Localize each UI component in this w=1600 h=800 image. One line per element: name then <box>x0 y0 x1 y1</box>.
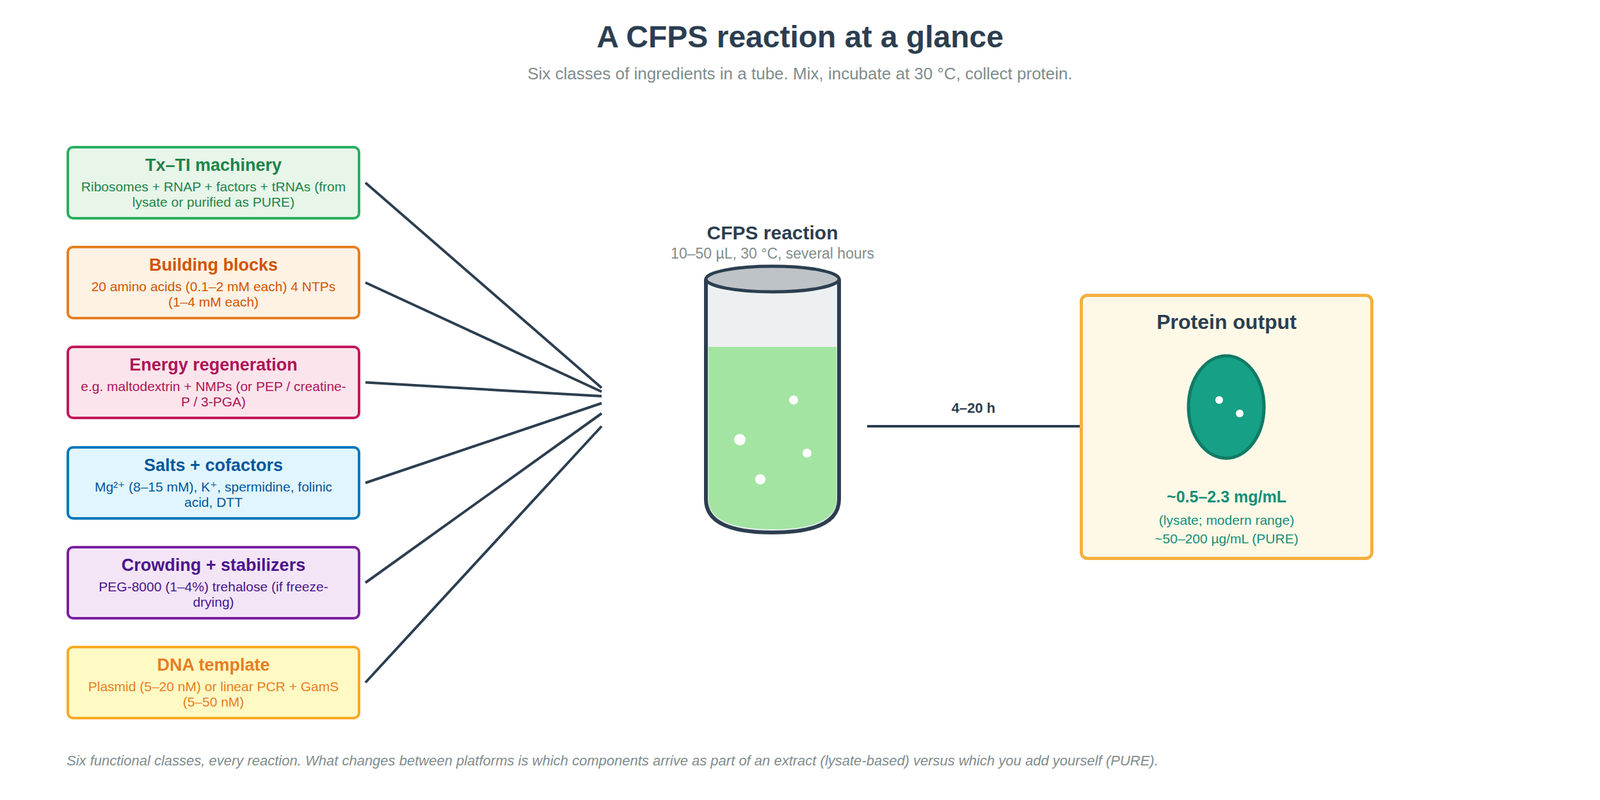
box-heading: Crowding + stabilizers <box>121 555 306 576</box>
bubble <box>734 433 746 446</box>
connector-line <box>365 282 602 393</box>
tube-rim <box>705 266 840 292</box>
test-tube <box>705 266 840 533</box>
protein-dot <box>1215 396 1224 404</box>
yield-value: ~0.5–2.3 mg/mL <box>1089 488 1364 507</box>
box-heading: Building blocks <box>149 255 278 276</box>
ingredient-box: DNA templatePlasmid (5–20 nM) or linear … <box>66 645 361 720</box>
tube-conditions: 10–50 µL, 30 °C, several hours <box>580 245 965 262</box>
box-heading: DNA template <box>156 655 270 676</box>
yield-note: (lysate; modern range) <box>1089 512 1364 528</box>
protein-dot <box>1235 409 1244 418</box>
caption: Six functional classes, every reaction. … <box>66 752 1539 770</box>
bubble <box>755 474 766 485</box>
output-heading: Protein output <box>1089 311 1364 334</box>
connector-line <box>365 426 602 683</box>
ingredient-box: Salts + cofactorsMg²⁺ (8–15 mM), K⁺, spe… <box>66 446 361 520</box>
bubble <box>802 448 812 458</box>
protein-blob <box>1188 355 1264 459</box>
ingredient-box: Energy regeneratione.g. maltodextrin + N… <box>66 345 361 420</box>
box-heading: Energy regeneration <box>129 355 298 376</box>
tube-glass <box>705 279 840 533</box>
bubble <box>789 395 799 405</box>
box-body: 20 amino acids (0.1–2 mM each) 4 NTPs (1… <box>80 279 347 310</box>
box-body: e.g. maltodextrin + NMPs (or PEP / creat… <box>80 378 347 410</box>
yield-note: ~50–200 µg/mL (PURE) <box>1089 531 1364 546</box>
reaction-tube-node: CFPS reaction10–50 µL, 30 °C, several ho… <box>601 217 868 551</box>
ingredient-box: Tx–TI machineryRibosomes + RNAP + factor… <box>66 145 361 220</box>
tube-liquid <box>708 346 837 530</box>
connector-line <box>867 424 1080 428</box>
connector-line <box>365 413 602 584</box>
ingredient-box: Building blocks 20 amino acids (0.1–2 mM … <box>66 245 361 320</box>
connector-line <box>365 382 602 397</box>
box-heading: Salts + cofactors <box>144 455 283 476</box>
connector-line <box>365 183 602 389</box>
subtitle: Six classes of ingredients in a tube. Mi… <box>0 64 1600 84</box>
box-body: Plasmid (5–20 nM) or linear PCR + GamS (… <box>80 679 347 710</box>
box-body: Ribosomes + RNAP + factors + tRNAs (from… <box>80 179 347 210</box>
box-heading: Tx–TI machinery <box>145 155 282 176</box>
title: A CFPS reaction at a glance <box>0 19 1600 55</box>
output-box: Protein output ~0.5–2.3 mg/mL (lysate; mod… <box>1079 293 1374 560</box>
tube-outline <box>705 279 840 533</box>
tube-heading: CFPS reaction <box>580 222 965 244</box>
box-body: Mg²⁺ (8–15 mM), K⁺, spermidine, folinic … <box>80 479 347 511</box>
box-body: PEG-8000 (1–4%) trehalose (if freeze-dry… <box>80 579 347 610</box>
edge-label: 4–20 h <box>949 400 999 417</box>
ingredient-box: Crowding + stabilizersPEG-8000 (1–4%) tr… <box>66 545 361 620</box>
connector-line <box>365 403 602 484</box>
